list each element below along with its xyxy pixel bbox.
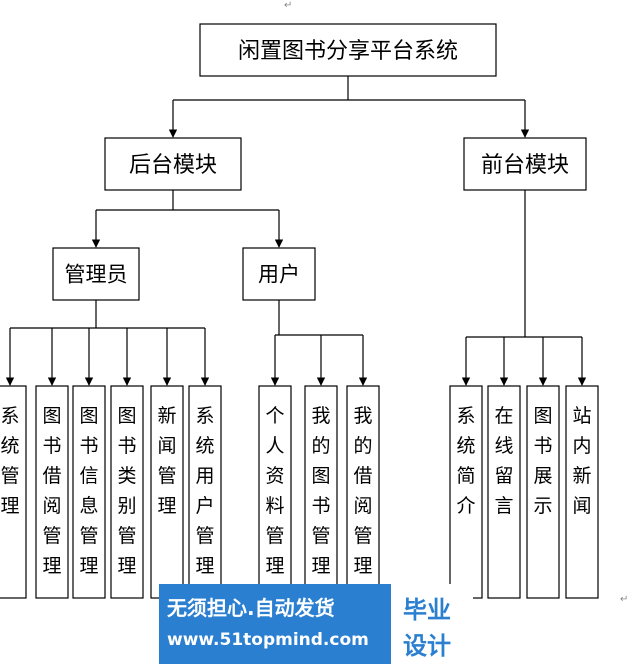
leaf-sysuser-mgmt: 系统用户管理 <box>188 385 222 599</box>
node-box <box>242 247 316 301</box>
paragraph-mark: ↵ <box>620 594 628 605</box>
leaf-label: 个人资料管理 <box>265 405 284 577</box>
watermark-slogan: 无须担心.自动发货 <box>167 596 335 620</box>
leaf-box <box>449 385 483 599</box>
leaf-profile-mgmt: 个人资料管理 <box>258 385 292 599</box>
node-label: 前台模块 <box>481 153 569 178</box>
leaf-label: 我的借阅管理 <box>353 405 372 577</box>
leaf-box <box>487 385 521 599</box>
leaf-box <box>565 385 599 599</box>
node-root: 闲置图书分享平台系统 <box>199 23 497 77</box>
leaf-news-mgmt: 新闻管理 <box>150 385 184 599</box>
leaf-box <box>0 385 27 599</box>
node-user: 用户 <box>242 247 316 301</box>
node-box <box>52 247 140 301</box>
leaf-box <box>150 385 184 599</box>
leaf-intro: 系统简介 <box>449 385 483 599</box>
leaf-label: 在线留言 <box>494 405 513 517</box>
node-box <box>463 137 587 191</box>
leaf-label: 系统用户管理 <box>195 405 214 577</box>
leaf-borrow-mgmt: 图书借阅管理 <box>35 385 69 599</box>
node-backend: 后台模块 <box>104 137 242 191</box>
leaf-box <box>188 385 222 599</box>
leaf-label: 图书类别管理 <box>117 405 136 577</box>
leaf-label: 图书展示 <box>533 405 552 517</box>
leaf-label: 系统管理 <box>0 405 19 517</box>
watermark-url: www.51topmind.com <box>167 630 369 650</box>
paragraph-marks: ↵↵ <box>284 0 628 605</box>
leaf-site-news: 站内新闻 <box>565 385 599 599</box>
leaf-box <box>110 385 144 599</box>
leaf-bookinfo-mgmt: 图书信息管理 <box>72 385 106 599</box>
leaf-label: 系统简介 <box>456 405 475 517</box>
leaf-myborrow-mgmt: 我的借阅管理 <box>346 385 380 599</box>
leaf-label: 我的图书管理 <box>311 405 330 577</box>
node-label: 管理员 <box>65 263 128 287</box>
node-box <box>104 137 242 191</box>
leaf-label: 图书借阅管理 <box>42 405 61 577</box>
node-box <box>199 23 497 77</box>
watermark-logo-line1: 毕业 <box>403 596 451 624</box>
leaf-box <box>72 385 106 599</box>
leaf-box <box>35 385 69 599</box>
leaf-label: 新闻管理 <box>157 405 176 517</box>
node-admin: 管理员 <box>52 247 140 301</box>
leaf-label: 图书信息管理 <box>79 405 98 577</box>
leaf-label: 站内新闻 <box>572 405 591 517</box>
leaf-box <box>346 385 380 599</box>
watermark-banner: 无须担心.自动发货 www.51topmind.com 毕业 设计 <box>159 584 473 664</box>
node-frontend: 前台模块 <box>463 137 587 191</box>
leaf-mybook-mgmt: 我的图书管理 <box>304 385 338 599</box>
leaf-box <box>526 385 560 599</box>
leaf-showcase: 图书展示 <box>526 385 560 599</box>
watermark-logo: 毕业 设计 <box>391 584 473 664</box>
nodes: 闲置图书分享平台系统后台模块前台模块管理员用户系统管理图书借阅管理图书信息管理图… <box>0 23 599 599</box>
leaf-category-mgmt: 图书类别管理 <box>110 385 144 599</box>
paragraph-mark: ↵ <box>284 0 292 11</box>
leaf-box <box>258 385 292 599</box>
node-label: 后台模块 <box>129 153 217 178</box>
node-label: 用户 <box>258 263 300 287</box>
watermark-logo-line2: 设计 <box>403 632 451 660</box>
watermark-slogan-panel: 无须担心.自动发货 www.51topmind.com <box>159 584 391 664</box>
leaf-guestbook: 在线留言 <box>487 385 521 599</box>
leaf-sys-mgmt: 系统管理 <box>0 385 27 599</box>
node-label: 闲置图书分享平台系统 <box>238 39 458 64</box>
connectors <box>5 76 587 386</box>
